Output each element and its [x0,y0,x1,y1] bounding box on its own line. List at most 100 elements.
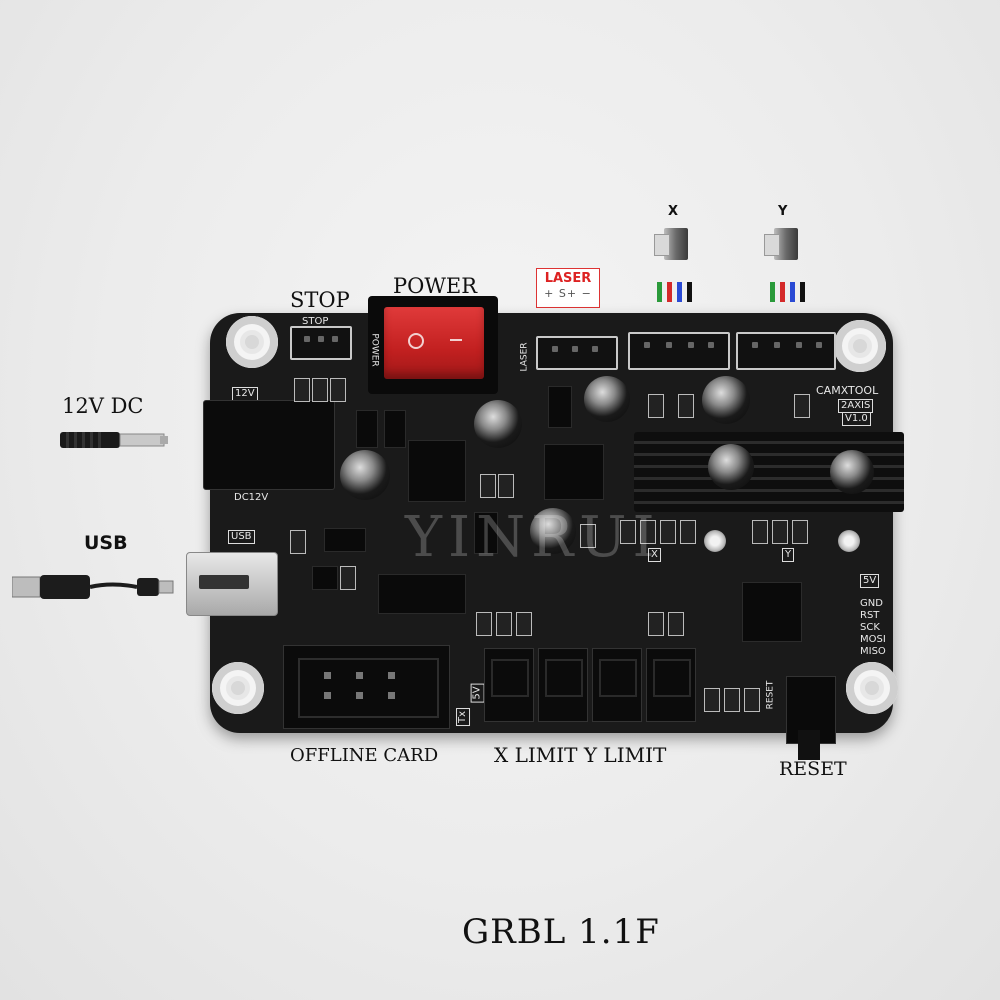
silk-12v: 12V [232,387,258,401]
mount-hole-bottom-right [846,662,898,714]
mount-hole-bottom-left [212,662,264,714]
silk-tx: Tx [456,707,471,727]
reset-button-stem [798,730,820,760]
voltage-regulator [408,440,466,502]
diode [356,410,378,448]
smd-resistor [648,612,664,636]
motor-y-label: Y [778,204,788,219]
smd-chip [312,566,338,590]
smd-resistor [724,688,740,712]
smd-resistor [744,688,760,712]
motor-x-wires-icon [657,282,692,302]
mount-hole-top-left [226,316,278,368]
capacitor [702,376,750,424]
microcontroller-chip [742,582,802,642]
offline-card-label: OFFLINE CARD [290,745,439,766]
limit-label: X LIMIT Y LIMIT [494,743,667,767]
smd-resistor [704,688,720,712]
smd-resistor [496,612,512,636]
capacitor [830,450,874,494]
silk-dc12v: DC12V [234,492,269,503]
smd-resistor [678,394,694,418]
laser-badge-pins: + S+ − [544,287,592,300]
x-limit-connector-2[interactable] [538,648,588,722]
diode [548,386,572,428]
smd-resistor [580,524,596,548]
stepper-motor-x-icon [654,226,690,262]
laser-header[interactable] [536,336,618,370]
silk-isp-miso: MISO [860,646,886,657]
dc-power-jack[interactable] [203,400,335,490]
stop-header[interactable] [290,326,352,360]
smd-resistor [648,394,664,418]
silk-laser: LASER [519,342,530,372]
y-motor-header[interactable] [736,332,836,370]
diode [384,410,406,448]
y-limit-connector-1[interactable] [592,648,642,722]
voltage-regulator [544,444,604,500]
mount-hole-top-right [834,320,886,372]
watermark: YINRUI [405,505,661,570]
silk-version: V1.0 [842,412,871,426]
smd-resistor [752,520,768,544]
smd-resistor [660,520,676,544]
smd-resistor [312,378,328,402]
smd-resistor [498,474,514,498]
usb-serial-chip [378,574,466,614]
stop-label: STOP [290,288,350,312]
trimmer-potentiometer[interactable] [838,530,860,552]
smd-resistor [620,520,636,544]
dc-label: 12V DC [62,394,144,418]
motor-x-label: X [668,204,679,219]
smd-resistor [680,520,696,544]
diode [324,528,366,552]
smd-resistor [640,520,656,544]
smd-resistor [290,530,306,554]
silk-x: X [648,548,661,562]
silk-usb: USB [228,530,255,544]
smd-resistor [330,378,346,402]
y-limit-connector-2[interactable] [646,648,696,722]
silk-isp-gnd: GND [860,598,883,609]
capacitor [530,508,576,554]
dc-plug-icon [60,432,168,448]
capacitor [340,450,390,500]
smd-resistor [772,520,788,544]
motor-y-wires-icon [770,282,805,302]
silk-stop: STOP [302,316,329,327]
smd-resistor [516,612,532,636]
silk-isp-mosi: MOSI [860,634,886,645]
silk-isp-sck: SCK [860,622,880,633]
power-label: POWER [393,274,478,298]
trimmer-potentiometer[interactable] [704,530,726,552]
silk-y: Y [782,548,795,562]
usb-port[interactable] [186,552,278,616]
power-switch[interactable] [384,307,484,379]
usb-cable-icon [12,575,174,599]
smd-resistor [668,612,684,636]
x-limit-connector-1[interactable] [484,648,534,722]
silk-axis: 2AXIS [838,399,874,413]
capacitor [474,400,522,448]
smd-resistor [476,612,492,636]
smd-resistor [480,474,496,498]
smd-resistor [794,394,810,418]
smd-resistor [340,566,356,590]
silk-brand: CAMXTOOL [816,384,879,397]
stepper-motor-y-icon [764,226,800,262]
diode [474,512,498,554]
smd-resistor [792,520,808,544]
silk-5v: 5V [860,574,880,588]
smd-resistor [294,378,310,402]
silk-reset: RESET [765,680,776,710]
capacitor [708,444,754,490]
capacitor [584,376,630,422]
silk-power: POWER [369,333,380,367]
x-motor-header[interactable] [628,332,730,370]
silk-5v-b: 5V [470,683,485,703]
laser-badge-title: LASER [544,271,592,286]
offline-card-connector[interactable] [283,645,450,729]
laser-badge: LASER + S+ − [536,268,600,308]
firmware-label: GRBL 1.1F [462,912,660,952]
usb-label: USB [84,532,128,554]
